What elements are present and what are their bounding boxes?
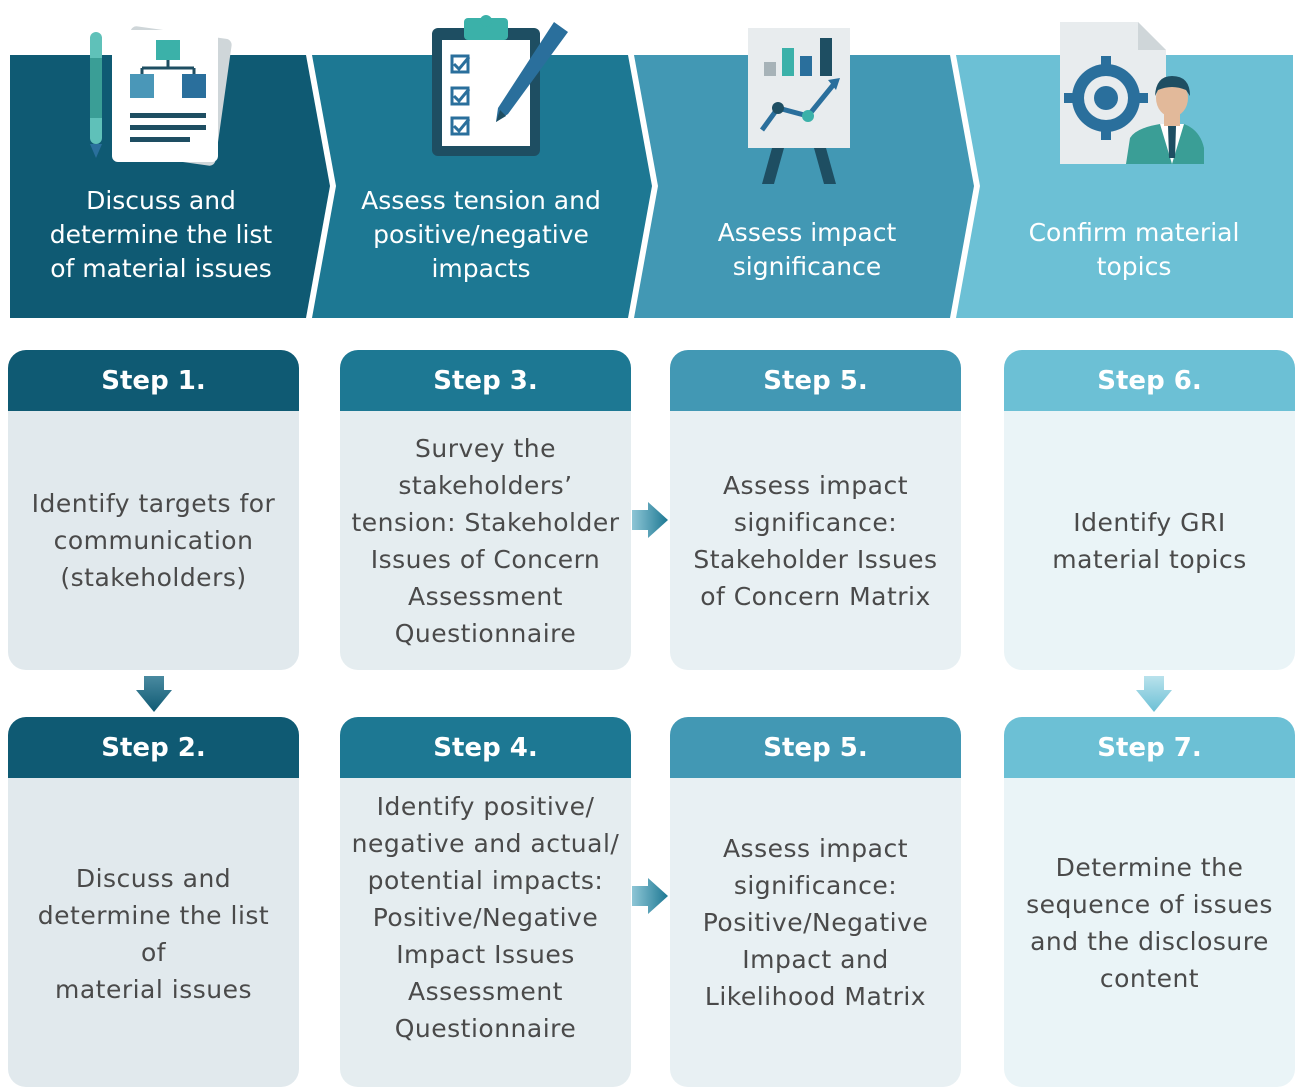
step-4-card: Step 4. Identify positive/negative and a… bbox=[340, 717, 631, 1087]
arrow-down-step1-to-step2 bbox=[136, 676, 172, 712]
presentation-chart-icon bbox=[748, 28, 850, 184]
stage-4-chevron bbox=[956, 55, 1293, 318]
process-banner bbox=[10, 55, 1293, 318]
step-5b-title: Step 5. bbox=[670, 717, 961, 778]
document-flowchart-icon bbox=[90, 26, 232, 166]
step-6-title: Step 6. bbox=[1004, 350, 1295, 411]
step-2-title: Step 2. bbox=[8, 717, 299, 778]
arrow-down-step6-to-step7 bbox=[1136, 676, 1172, 712]
step-4-text: Identify positive/negative and actual/po… bbox=[340, 778, 631, 1087]
arrow-right-step4-to-step5 bbox=[632, 878, 668, 914]
arrow-right-step3-to-step5 bbox=[632, 502, 668, 538]
step-5a-title: Step 5. bbox=[670, 350, 961, 411]
clipboard-checklist-icon bbox=[432, 15, 568, 156]
stage-2-chevron bbox=[312, 55, 652, 318]
step-4-title: Step 4. bbox=[340, 717, 631, 778]
step-7-title: Step 7. bbox=[1004, 717, 1295, 778]
target-businessman-icon bbox=[1060, 22, 1204, 164]
step-1-title: Step 1. bbox=[8, 350, 299, 411]
step-3-title: Step 3. bbox=[340, 350, 631, 411]
stage-3-chevron bbox=[634, 55, 974, 318]
